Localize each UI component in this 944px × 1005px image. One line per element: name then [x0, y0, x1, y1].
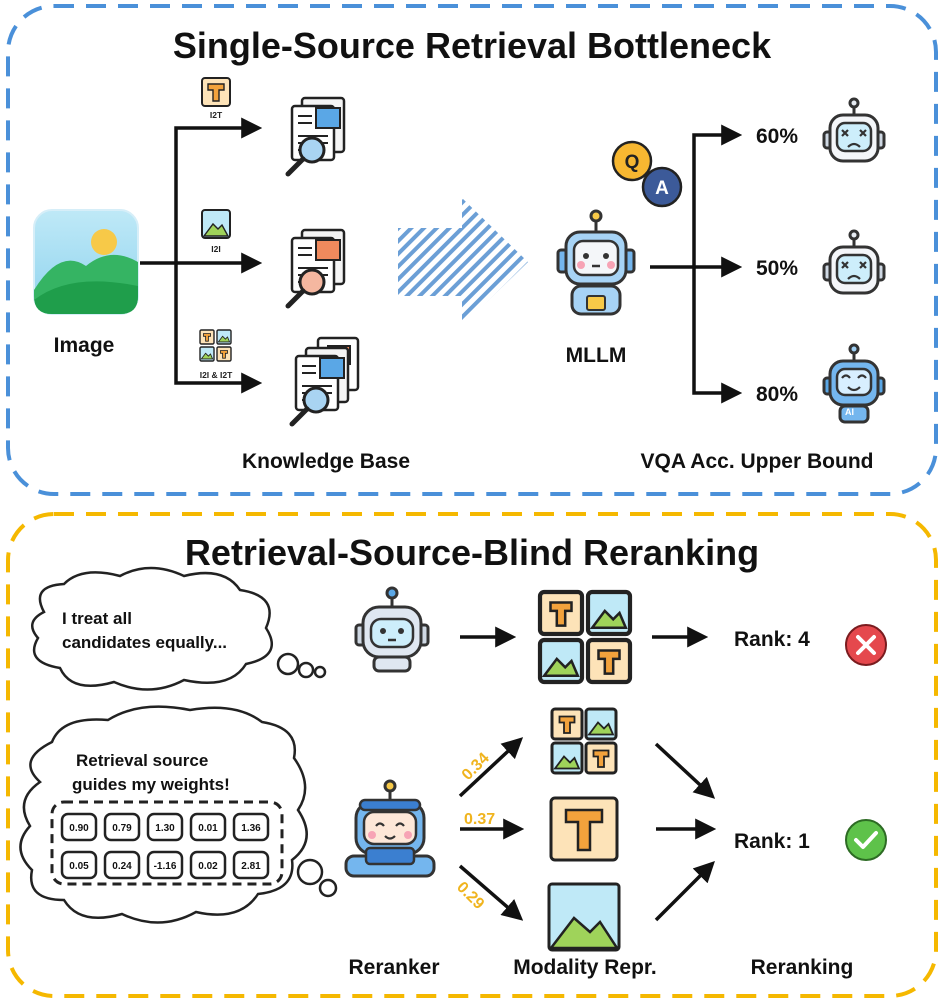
branch-i2i-label: I2I	[211, 244, 220, 254]
bubble2-line1: Retrieval source	[76, 751, 208, 770]
doc-search-icon-1	[285, 96, 346, 177]
weight-cells: 0.90 0.79 1.30 0.01 1.36 0.05 0.24 -1.16 0.02 2.8…	[60, 812, 270, 880]
branch-both-label: I2I & I2T	[200, 370, 233, 380]
i2t-icon	[201, 77, 231, 107]
weight-cell	[60, 812, 98, 842]
branch-arrows	[140, 117, 263, 394]
bottom-panel-border	[6, 512, 938, 998]
reranker-robot-icon-2	[344, 779, 436, 878]
weight-value: 0.24	[112, 861, 132, 872]
weight-value: 0.90	[69, 823, 89, 834]
image-label: Image	[54, 334, 115, 357]
rerank-arrows	[654, 742, 717, 922]
bubble1-line2: candidates equally...	[62, 633, 227, 652]
thought-bubble-1	[31, 566, 327, 691]
acc-value-2: 50%	[756, 257, 798, 280]
qa-a-text: A	[655, 178, 669, 199]
branch-i2t-label: I2T	[210, 110, 223, 120]
weight-value: 2.81	[241, 861, 261, 872]
mixed-candidates-grid	[540, 592, 630, 682]
doc-search-icon-2	[285, 228, 346, 309]
weight-cell	[60, 850, 98, 880]
weighted-arrows	[458, 737, 525, 921]
weight-cell	[103, 850, 141, 880]
modality-label: Modality Repr.	[513, 956, 657, 979]
weight-cell	[189, 812, 227, 842]
reranking-label: Reranking	[751, 956, 854, 979]
mixed-modality-grid	[550, 707, 618, 775]
weight-value: 0.01	[198, 823, 218, 834]
reranker-robot-icon-1	[354, 586, 430, 673]
mllm-label: MLLM	[566, 344, 627, 367]
bubble2-line2: guides my weights!	[72, 775, 230, 794]
image-modality-tile	[547, 882, 621, 952]
reranker-label: Reranker	[348, 956, 439, 979]
weight-cell	[232, 812, 270, 842]
doc-search-icon-3	[289, 336, 360, 427]
check-icon	[845, 819, 887, 861]
weight-cell	[232, 850, 270, 880]
top-panel-border	[6, 4, 938, 496]
weight-value: 0.79	[112, 823, 132, 834]
qa-icon	[611, 140, 683, 208]
robot-ai-text: AI	[845, 407, 854, 417]
error-x-icon	[845, 624, 887, 666]
rank-top-text: Rank: 4	[734, 628, 810, 651]
weight-value: 1.30	[155, 823, 175, 834]
qa-q-text: Q	[625, 152, 640, 173]
weight-value: 0.05	[69, 861, 89, 872]
top-title: Single-Source Retrieval Bottleneck	[173, 25, 772, 66]
striped-arrow	[398, 198, 528, 326]
weights-box	[50, 800, 284, 886]
weight-cell	[146, 812, 184, 842]
i2i-icon	[201, 209, 231, 239]
bottom-title: Retrieval-Source-Blind Reranking	[185, 532, 759, 573]
edge-weight-2: 0.37	[464, 811, 495, 828]
acc-value-3: 80%	[756, 383, 798, 406]
bubble1-line1: I treat all	[62, 609, 132, 628]
knowledge-base-label: Knowledge Base	[242, 450, 410, 473]
happy-robot-icon	[822, 343, 886, 424]
i2i-i2t-icon	[199, 329, 232, 362]
edge-weight-1: 0.34	[459, 750, 493, 784]
image-icon	[33, 209, 139, 315]
sad-robot-icon-1	[822, 97, 886, 163]
weight-value: -1.16	[154, 861, 177, 872]
mllm-robot-icon	[556, 209, 636, 316]
upper-bound-label: VQA Acc. Upper Bound	[641, 450, 874, 473]
rank-bottom-text: Rank: 1	[734, 830, 810, 853]
weight-value: 1.36	[241, 823, 261, 834]
text-modality-tile	[549, 796, 619, 862]
weight-value: 0.02	[198, 861, 218, 872]
output-arrows	[650, 124, 743, 404]
weight-cell	[103, 812, 141, 842]
acc-value-1: 60%	[756, 125, 798, 148]
weight-cell	[189, 850, 227, 880]
weight-cell	[146, 850, 184, 880]
sad-robot-icon-2	[822, 229, 886, 295]
